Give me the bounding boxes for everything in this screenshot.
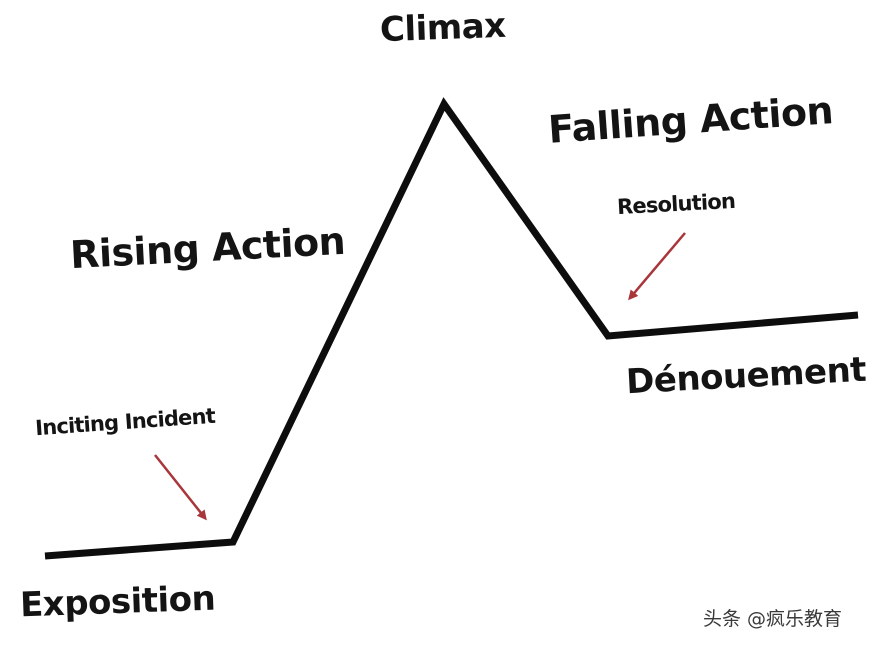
climax-label: Climax: [379, 5, 507, 51]
resolution-arrow: [628, 232, 686, 301]
exposition-label: Exposition: [19, 578, 216, 626]
plot-line: [44, 97, 859, 560]
watermark: 头条 @疯乐教育: [703, 608, 843, 630]
inciting-incident-arrow: [154, 454, 207, 521]
